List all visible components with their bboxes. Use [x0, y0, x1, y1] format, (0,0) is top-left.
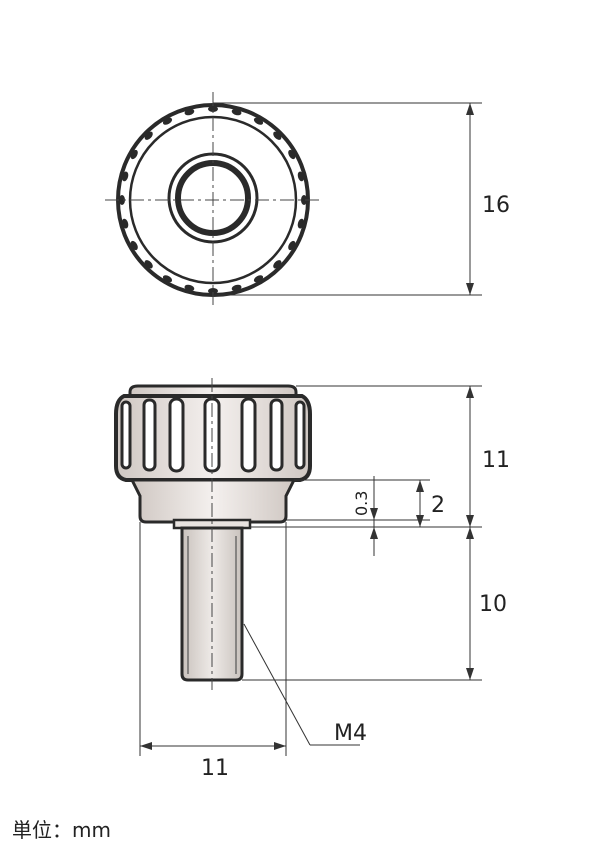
shoulder-label: 2 — [431, 493, 445, 518]
arrow — [466, 527, 474, 539]
side-view: 11 2 0.3 10 11 M4 — [114, 378, 510, 781]
top-view: 16 — [105, 92, 510, 305]
unit-label: 単位：mm — [12, 818, 111, 842]
knurl-bump — [119, 195, 125, 205]
arrow — [274, 742, 286, 750]
knurl-grooves — [120, 397, 306, 473]
thread-length-label: 10 — [479, 592, 507, 617]
arrow-down — [466, 283, 474, 295]
arrow — [140, 742, 152, 750]
thread-label: M4 — [334, 721, 367, 746]
arrow — [466, 515, 474, 527]
arrow — [416, 515, 424, 527]
arrow — [416, 480, 424, 492]
arrow-up — [466, 103, 474, 115]
knurl-bump — [208, 288, 218, 294]
arrow — [466, 668, 474, 680]
head-height-label: 11 — [482, 448, 510, 473]
head-diameter-label: 11 — [201, 756, 229, 781]
arrow — [370, 508, 378, 520]
knurl-bump — [301, 195, 307, 205]
knurl-bump — [208, 106, 218, 112]
arrow — [466, 386, 474, 398]
diameter-label: 16 — [482, 193, 510, 218]
arrow — [370, 527, 378, 539]
head-cap — [128, 384, 298, 398]
shoulder — [129, 478, 297, 524]
gap-label: 0.3 — [352, 491, 371, 516]
knurl-ring — [119, 106, 307, 294]
thread-leader-line — [243, 623, 311, 746]
